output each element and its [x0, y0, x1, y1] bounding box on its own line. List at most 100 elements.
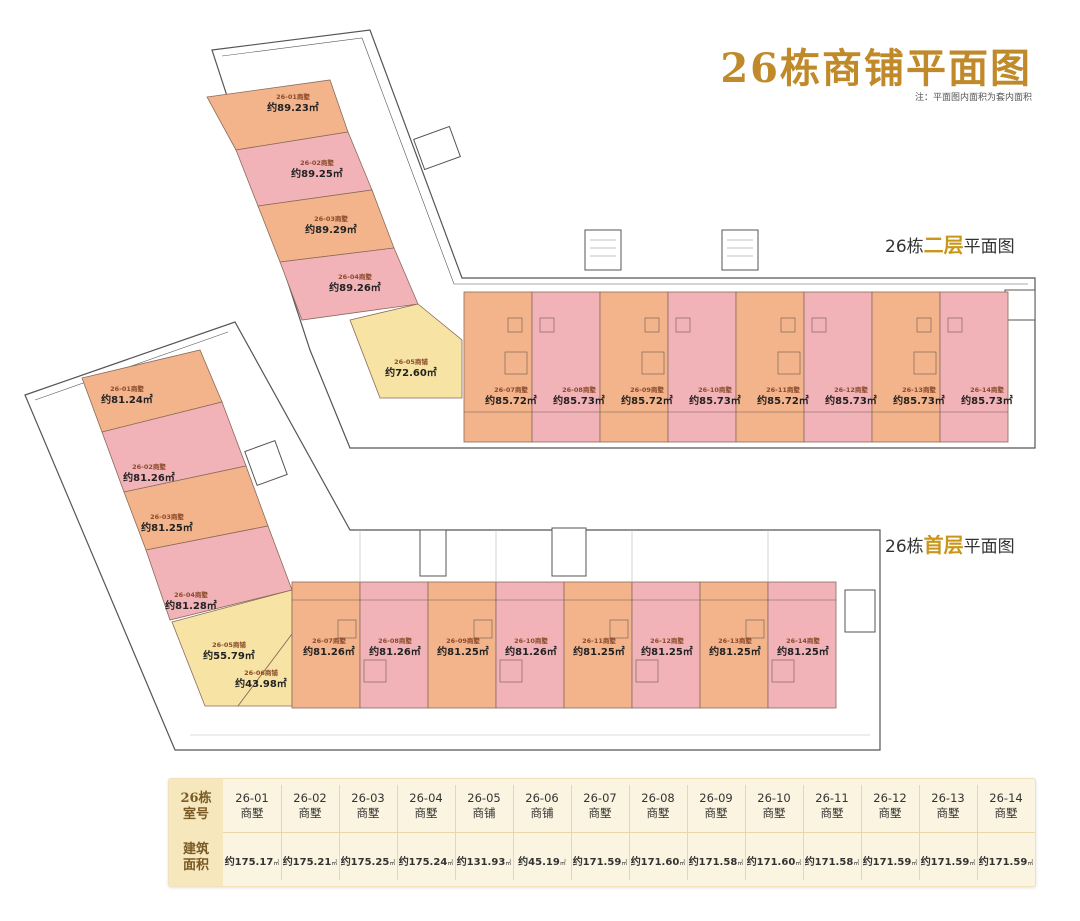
- room-type: 商墅: [762, 806, 786, 820]
- 1f-unit-area: 约55.79㎡: [203, 651, 255, 662]
- 2f-unit-name: 26-01商墅: [276, 93, 310, 101]
- table-area-cell: 约131.93㎡: [455, 853, 513, 868]
- room-id: 26-13: [931, 791, 965, 805]
- 2f-unit-area: 约72.60㎡: [385, 368, 437, 379]
- second-floor-suffix: 平面图: [963, 237, 1015, 257]
- room-id: 26-06: [525, 791, 559, 805]
- stair-tower-f: [551, 527, 587, 577]
- room-area: 约171.58: [688, 857, 738, 868]
- 1f-unit-label: 26-03商墅约81.25㎡: [136, 512, 198, 534]
- room-type: 商墅: [646, 806, 670, 820]
- room-area-unit: ㎡: [737, 860, 744, 867]
- table-column-divider: [861, 785, 862, 880]
- table-column-divider: [919, 785, 920, 880]
- 1f-unit-label: 26-05商铺约55.79㎡: [198, 640, 260, 662]
- 2f-unit-name: 26-09商墅: [630, 386, 664, 394]
- 2f-unit-label: 26-13商墅约85.73㎡: [888, 385, 950, 407]
- table-area-cell: 约175.17㎡: [223, 853, 281, 868]
- unit-2f-26-05: [349, 303, 463, 399]
- room-type: 商墅: [414, 806, 438, 820]
- room-area-unit: ㎡: [795, 860, 802, 867]
- room-type: 商铺: [472, 806, 496, 820]
- room-area-unit: ㎡: [447, 860, 454, 867]
- room-id: 26-14: [989, 791, 1023, 805]
- 1f-unit-label: 26-02商墅约81.26㎡: [118, 462, 180, 484]
- first-floor-prefix: 26栋: [885, 537, 924, 557]
- 1f-unit-name: 26-12商墅: [650, 637, 684, 645]
- 2f-unit-label: 26-02商墅约89.25㎡: [286, 158, 348, 180]
- table-area-cell: 约171.59㎡: [861, 853, 919, 868]
- 1f-unit-area: 约81.26㎡: [505, 647, 557, 658]
- second-floor-outline: [211, 29, 1036, 449]
- room-area-unit: ㎡: [679, 860, 686, 867]
- room-type: 商墅: [356, 806, 380, 820]
- room-area: 约171.59: [978, 857, 1028, 868]
- 1f-unit-name: 26-10商墅: [514, 637, 548, 645]
- 2f-unit-label: 26-10商墅约85.73㎡: [684, 385, 746, 407]
- room-type: 商墅: [878, 806, 902, 820]
- 1f-unit-label: 26-12商墅约81.25㎡: [636, 636, 698, 658]
- room-area: 约175.25: [340, 857, 390, 868]
- room-area-unit: ㎡: [1027, 860, 1034, 867]
- table-column-divider: [397, 785, 398, 880]
- room-id: 26-04: [409, 791, 443, 805]
- 2f-unit-area: 约85.73㎡: [961, 396, 1013, 407]
- table-area-cell: 约171.58㎡: [803, 853, 861, 868]
- area-note: 注：平面图内面积为套内面积: [914, 93, 1032, 103]
- row2-title-line2: 面积: [182, 858, 209, 873]
- table-area-cell: 约175.24㎡: [397, 853, 455, 868]
- second-floor-prefix: 26栋: [885, 237, 924, 257]
- table-column-divider: [745, 785, 746, 880]
- 1f-unit-label: 26-04商墅约81.28㎡: [160, 590, 222, 612]
- room-type: 商墅: [704, 806, 728, 820]
- room-id: 26-01: [235, 791, 269, 805]
- room-area-unit: ㎡: [273, 860, 280, 867]
- second-floor-highlight: 二层: [923, 233, 964, 257]
- room-id: 26-10: [757, 791, 791, 805]
- table-column-divider: [571, 785, 572, 880]
- room-id: 26-02: [293, 791, 327, 805]
- 2f-unit-name: 26-10商墅: [698, 386, 732, 394]
- 1f-unit-area: 约81.28㎡: [165, 601, 217, 612]
- table-column-divider: [803, 785, 804, 880]
- row1-title-line1: 26栋: [180, 791, 212, 806]
- 2f-unit-area: 约89.23㎡: [267, 103, 319, 114]
- room-area: 约171.60: [630, 857, 680, 868]
- 1f-unit-name: 26-07商墅: [312, 637, 346, 645]
- room-id: 26-07: [583, 791, 617, 805]
- 2f-unit-area: 约85.72㎡: [757, 396, 809, 407]
- room-area-unit: ㎡: [911, 860, 918, 867]
- table-column-divider: [513, 785, 514, 880]
- 2f-unit-label: 26-12商墅约85.73㎡: [820, 385, 882, 407]
- room-type: 商墅: [936, 806, 960, 820]
- unit-2f-26-11: [735, 291, 805, 443]
- room-type: 商墅: [994, 806, 1018, 820]
- 2f-unit-name: 26-07商墅: [494, 386, 528, 394]
- 2f-unit-label: 26-07商墅约85.72㎡: [480, 385, 542, 407]
- table-column-divider: [687, 785, 688, 880]
- 1f-unit-label: 26-06商铺约43.98㎡: [230, 668, 292, 690]
- room-area-unit: ㎡: [621, 860, 628, 867]
- room-area-unit: ㎡: [331, 860, 338, 867]
- 1f-unit-name: 26-14商墅: [786, 637, 820, 645]
- 1f-unit-area: 约43.98㎡: [235, 679, 287, 690]
- room-area: 约171.59: [572, 857, 622, 868]
- table-column-divider: [455, 785, 456, 880]
- 1f-unit-area: 约81.25㎡: [709, 647, 761, 658]
- 2f-unit-area: 约85.73㎡: [893, 396, 945, 407]
- unit-1f-26-09: [427, 581, 497, 709]
- 2f-unit-name: 26-02商墅: [300, 159, 334, 167]
- table-area-cell: 约171.60㎡: [745, 853, 803, 868]
- stair-tower-c: [413, 125, 461, 171]
- 2f-unit-area: 约85.73㎡: [689, 396, 741, 407]
- 1f-unit-name: 26-13商墅: [718, 637, 752, 645]
- 1f-unit-name: 26-04商墅: [174, 591, 208, 599]
- 2f-unit-label: 26-11商墅约85.72㎡: [752, 385, 814, 407]
